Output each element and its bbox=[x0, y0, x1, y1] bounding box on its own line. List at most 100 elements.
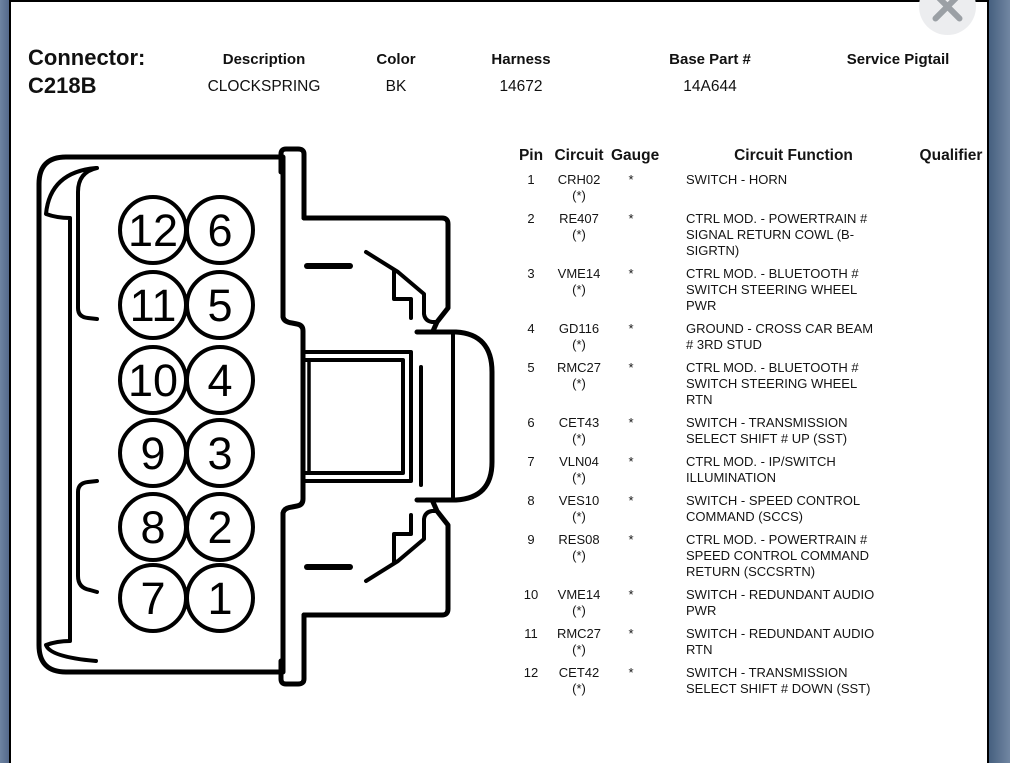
connector-label: Connector: bbox=[28, 45, 146, 70]
cell-circuit: CET42 (*) bbox=[547, 665, 611, 697]
right-frame-strip bbox=[989, 0, 1010, 763]
cell-pin: 10 bbox=[523, 587, 539, 602]
cell-circuit: VES10 (*) bbox=[547, 493, 611, 525]
circuit-code: CET42 bbox=[558, 665, 600, 680]
cell-pin: 2 bbox=[527, 211, 535, 226]
cell-qualifier bbox=[905, 360, 997, 408]
cell-circuit: VLN04 (*) bbox=[547, 454, 611, 486]
pinout-table: Pin Circuit Gauge Circuit Function Quali… bbox=[515, 146, 997, 704]
cell-qualifier bbox=[905, 321, 997, 353]
cell-circuit: RES08 (*) bbox=[547, 532, 611, 580]
pin-cavity-label: 12 bbox=[128, 205, 178, 256]
cell-qualifier bbox=[905, 266, 997, 314]
circuit-note: (*) bbox=[572, 376, 586, 391]
pin-cavity-label: 9 bbox=[140, 428, 165, 479]
table-row: 12 CET42 (*) * SWITCH - TRANSMISSION SEL… bbox=[515, 665, 997, 697]
connector-id: C218B bbox=[28, 73, 97, 98]
cell-circuit: CET43 (*) bbox=[547, 415, 611, 447]
header-field-color: Color BK bbox=[311, 51, 481, 96]
circuit-code: CRH02 bbox=[557, 172, 601, 187]
cell-qualifier bbox=[905, 587, 997, 619]
cell-gauge: * bbox=[628, 626, 634, 641]
cell-circuit-function: SWITCH - REDUNDANT AUDIO RTN bbox=[686, 626, 875, 657]
cell-gauge: * bbox=[628, 360, 634, 375]
cell-pin: 12 bbox=[523, 665, 539, 680]
cell-pin: 1 bbox=[527, 172, 535, 187]
pin-cavity-label: 6 bbox=[207, 205, 232, 256]
cell-qualifier bbox=[905, 454, 997, 486]
col-header-gauge: Gauge bbox=[611, 147, 660, 164]
cell-circuit: VME14 (*) bbox=[547, 587, 611, 619]
table-row: 2 RE407 (*) * CTRL MOD. - POWERTRAIN # S… bbox=[515, 211, 997, 259]
circuit-code: VLN04 bbox=[559, 454, 599, 469]
cell-gauge: * bbox=[628, 211, 634, 226]
table-row: 1 CRH02 (*) * SWITCH - HORN bbox=[515, 172, 997, 204]
header-field-description: Description CLOCKSPRING bbox=[179, 51, 349, 96]
pinout-table-body: 1 CRH02 (*) * SWITCH - HORN 2 RE407 (*) … bbox=[515, 172, 997, 697]
close-button[interactable] bbox=[919, 0, 976, 35]
field-label: Harness bbox=[491, 51, 551, 68]
table-row: 6 CET43 (*) * SWITCH - TRANSMISSION SELE… bbox=[515, 415, 997, 447]
left-frame-strip bbox=[0, 0, 9, 763]
cell-circuit-function: CTRL MOD. - BLUETOOTH # SWITCH STEERING … bbox=[686, 360, 859, 407]
table-row: 9 RES08 (*) * CTRL MOD. - POWERTRAIN # S… bbox=[515, 532, 997, 580]
table-row: 7 VLN04 (*) * CTRL MOD. - IP/SWITCH ILLU… bbox=[515, 454, 997, 486]
pin-cavity-label: 2 bbox=[207, 502, 232, 553]
col-header-qualifier: Qualifier bbox=[919, 147, 983, 164]
circuit-code: RES08 bbox=[558, 532, 600, 547]
circuit-note: (*) bbox=[572, 188, 586, 203]
cell-gauge: * bbox=[628, 665, 634, 680]
cell-circuit: RMC27 (*) bbox=[547, 360, 611, 408]
cell-gauge: * bbox=[628, 415, 634, 430]
cell-gauge: * bbox=[628, 266, 634, 281]
pin-cavity-label: 7 bbox=[140, 573, 165, 624]
circuit-note: (*) bbox=[572, 227, 586, 242]
circuit-code: RE407 bbox=[559, 211, 599, 226]
cell-pin: 6 bbox=[527, 415, 535, 430]
circuit-note: (*) bbox=[572, 681, 586, 696]
top-border-line bbox=[11, 0, 987, 2]
cell-pin: 9 bbox=[527, 532, 535, 547]
field-label: Service Pigtail bbox=[846, 51, 950, 68]
cell-circuit: CRH02 (*) bbox=[547, 172, 611, 204]
table-row: 3 VME14 (*) * CTRL MOD. - BLUETOOTH # SW… bbox=[515, 266, 997, 314]
left-border-line bbox=[9, 0, 11, 763]
circuit-note: (*) bbox=[572, 337, 586, 352]
circuit-code: VES10 bbox=[558, 493, 600, 508]
cell-circuit-function: GROUND - CROSS CAR BEAM # 3RD STUD bbox=[686, 321, 874, 352]
pinout-table-header: Pin Circuit Gauge Circuit Function Quali… bbox=[515, 146, 997, 165]
close-x-icon bbox=[932, 0, 963, 22]
cell-circuit: RE407 (*) bbox=[547, 211, 611, 259]
circuit-note: (*) bbox=[572, 282, 586, 297]
cell-gauge: * bbox=[628, 587, 634, 602]
circuit-code: VME14 bbox=[557, 266, 601, 281]
cell-circuit-function: SWITCH - HORN bbox=[686, 172, 788, 187]
table-row: 8 VES10 (*) * SWITCH - SPEED CONTROL COM… bbox=[515, 493, 997, 525]
right-border-line bbox=[987, 0, 989, 763]
cell-circuit-function: CTRL MOD. - IP/SWITCH ILLUMINATION bbox=[686, 454, 836, 485]
cell-circuit-function: CTRL MOD. - POWERTRAIN # SIGNAL RETURN C… bbox=[686, 211, 868, 258]
col-header-pin: Pin bbox=[518, 147, 544, 164]
field-label: Color bbox=[376, 51, 416, 68]
cell-qualifier bbox=[905, 493, 997, 525]
cell-gauge: * bbox=[628, 532, 634, 547]
table-row: 5 RMC27 (*) * CTRL MOD. - BLUETOOTH # SW… bbox=[515, 360, 997, 408]
connector-title: Connector: C218B bbox=[28, 44, 145, 100]
field-value: 14672 bbox=[499, 78, 543, 95]
cell-pin: 5 bbox=[527, 360, 535, 375]
cell-circuit-function: CTRL MOD. - BLUETOOTH # SWITCH STEERING … bbox=[686, 266, 859, 313]
cell-gauge: * bbox=[628, 321, 634, 336]
circuit-note: (*) bbox=[572, 642, 586, 657]
cell-qualifier bbox=[905, 415, 997, 447]
header-field-service-pigtail: Service Pigtail bbox=[813, 51, 983, 78]
cell-pin: 8 bbox=[527, 493, 535, 508]
circuit-note: (*) bbox=[572, 509, 586, 524]
cell-qualifier bbox=[905, 626, 997, 658]
cell-circuit-function: SWITCH - REDUNDANT AUDIO PWR bbox=[686, 587, 875, 618]
table-row: 10 VME14 (*) * SWITCH - REDUNDANT AUDIO … bbox=[515, 587, 997, 619]
circuit-code: RMC27 bbox=[556, 626, 602, 641]
cell-gauge: * bbox=[628, 172, 634, 187]
field-label: Base Part # bbox=[669, 51, 751, 68]
circuit-note: (*) bbox=[572, 470, 586, 485]
